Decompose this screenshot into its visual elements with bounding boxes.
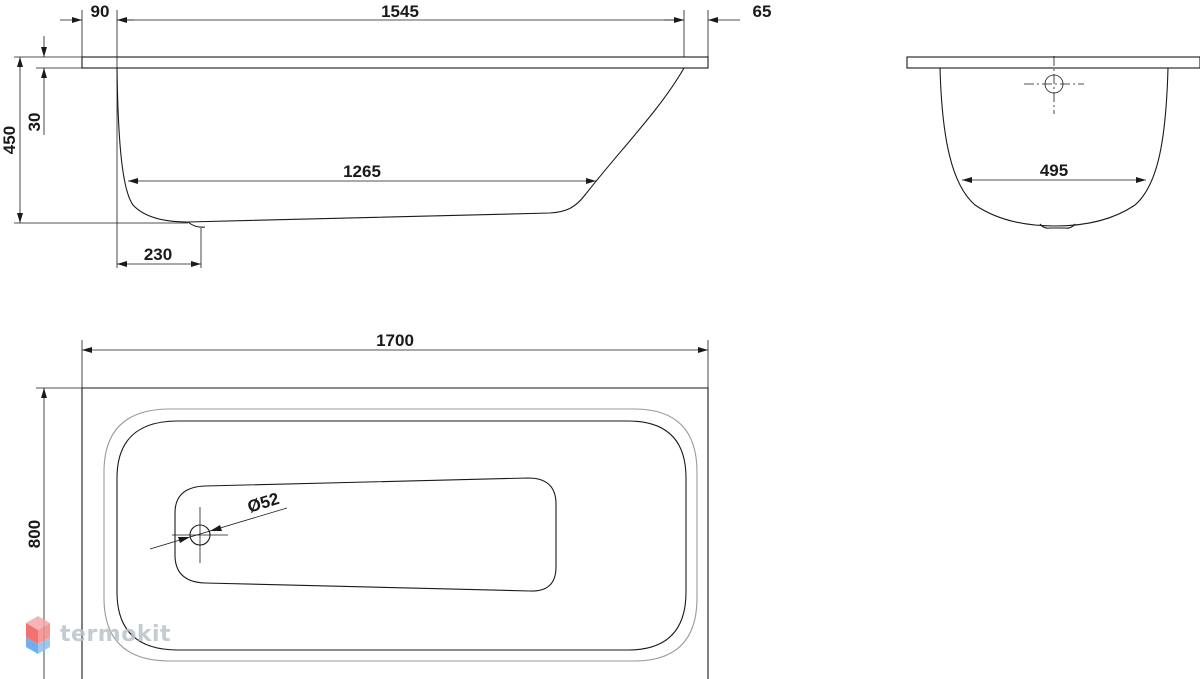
top-view-rim-outline: [103, 408, 698, 662]
dim-end-bottom-width: 495: [1040, 161, 1068, 180]
dim-drain-offset: 230: [144, 245, 172, 264]
top-view-frame: [81, 387, 709, 679]
side-view-rim: [81, 56, 709, 69]
dim-bottom-inner-length: 1265: [343, 162, 381, 181]
dim-top-inner-length: 1545: [381, 2, 419, 21]
dim-total-length: 1700: [376, 331, 414, 350]
side-view-foot: [187, 221, 206, 228]
watermark: termokit: [26, 616, 171, 654]
end-view-foot: [1039, 223, 1076, 229]
dim-right-rim-offset: 65: [753, 2, 772, 21]
termokit-logo-icon: [26, 616, 50, 654]
dim-left-rim-offset: 90: [91, 2, 110, 21]
side-view-body: [116, 67, 685, 223]
watermark-text: termokit: [60, 622, 171, 647]
dim-drain-diameter: Ø52: [245, 489, 281, 517]
end-view-rim: [906, 56, 1200, 69]
end-view: 495: [906, 56, 1200, 229]
side-view: 90 1545 65 450 30 1265 230: [0, 2, 771, 268]
end-view-body: [939, 67, 1169, 227]
dim-total-height: 450: [0, 126, 19, 154]
top-view-bottom-area: [174, 477, 557, 592]
dim-total-width: 800: [25, 520, 44, 548]
dim-rim-thickness: 30: [25, 113, 44, 132]
top-view: Ø52 1700 800: [25, 331, 709, 679]
top-view-basin-outline: [116, 420, 687, 651]
